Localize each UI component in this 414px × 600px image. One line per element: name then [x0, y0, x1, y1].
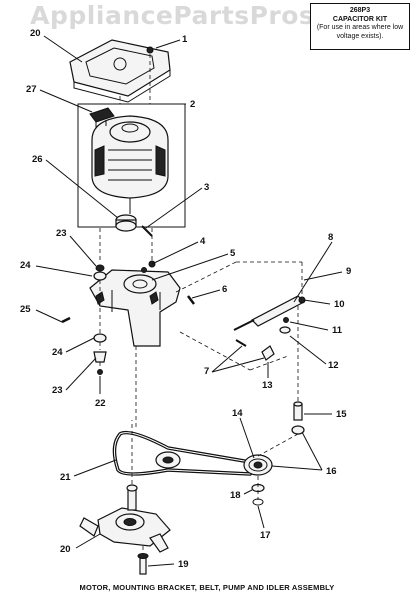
pump-bolt	[137, 553, 149, 575]
callout-23-top: 23	[56, 228, 67, 239]
callout-20-pump: 20	[60, 544, 71, 555]
callout-16: 16	[326, 466, 337, 477]
callout-14: 14	[232, 408, 243, 419]
set-screw	[141, 225, 153, 237]
bracket-hardware	[61, 260, 195, 324]
callout-20-cover: 20	[30, 28, 41, 39]
idler-pulley	[243, 454, 273, 476]
capacitor-kit-code: 268P3	[349, 7, 371, 14]
callout-25: 25	[20, 304, 31, 315]
callout-17: 17	[260, 530, 271, 541]
callout-15: 15	[336, 409, 347, 420]
callout-22: 22	[95, 398, 106, 409]
assembly-lines	[99, 54, 303, 554]
idler-arm	[233, 295, 306, 361]
pump-pulley	[155, 451, 181, 469]
motor-cover	[69, 39, 171, 103]
mounting-bracket	[89, 269, 181, 347]
callout-24-bottom: 24	[52, 347, 63, 358]
callout-4: 4	[200, 236, 206, 247]
screw-1	[146, 46, 154, 54]
callout-27: 27	[26, 84, 37, 95]
callout-6: 6	[222, 284, 227, 295]
capacitor-kit-note: 268P3 CAPACITOR KIT (For use in areas wh…	[310, 3, 410, 50]
water-pump	[79, 484, 171, 553]
callout-18: 18	[230, 490, 241, 501]
callout-26: 26	[32, 154, 43, 165]
callout-labels: 20 1 2 27 26 3 4 5 6 23 24 25 24 23 22 8…	[20, 28, 351, 570]
callout-3: 3	[204, 182, 209, 193]
callout-13: 13	[262, 380, 273, 391]
callout-19: 19	[178, 559, 189, 570]
motor-pulley	[115, 214, 137, 232]
callout-1: 1	[182, 34, 188, 45]
callout-23-bottom: 23	[52, 385, 63, 396]
callout-12: 12	[328, 360, 339, 371]
callout-24-top: 24	[20, 260, 31, 271]
capacitor-kit-title: CAPACITOR KIT	[332, 15, 388, 23]
callout-8: 8	[328, 232, 333, 243]
callout-2: 2	[190, 99, 195, 110]
idler-shaft	[291, 401, 305, 435]
callout-21: 21	[60, 472, 71, 483]
callout-10: 10	[334, 299, 345, 310]
drive-belt	[112, 430, 258, 476]
motor-protector	[89, 107, 115, 128]
diagram-caption: MOTOR, MOUNTING BRACKET, BELT, PUMP AND …	[79, 583, 335, 592]
callout-5: 5	[230, 248, 236, 259]
callout-11: 11	[332, 325, 343, 336]
idler-washers	[251, 483, 265, 506]
callout-7: 7	[204, 366, 209, 377]
capacitor-kit-text: (For use in areas where low voltage exis…	[316, 24, 404, 40]
drive-motor	[77, 103, 186, 228]
callout-9: 9	[346, 266, 351, 277]
leader-lines	[35, 35, 343, 567]
grommets	[93, 264, 107, 375]
